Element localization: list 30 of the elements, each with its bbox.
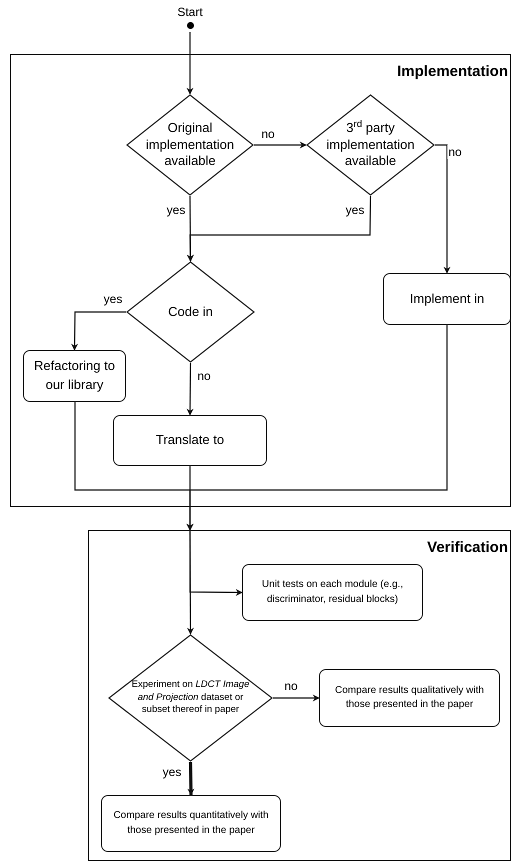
group-title: Verification [427,538,508,558]
process-box: Translate to [113,415,267,466]
decision-label: 3$^{rd}$ party implementation available [325,120,416,170]
arrow [186,363,194,416]
process-box: Compare results qualitatively with those presented in the paper [319,669,500,727]
process-box: Unit tests on each module (e.g., discriminator, residual blocks) [242,564,423,621]
arrow [435,144,450,274]
decision-diamond [126,94,254,196]
arrow [186,530,194,635]
group-frame [10,54,511,507]
arrow [186,32,194,95]
decision-label: Original implementation available [144,120,236,170]
arrow [71,311,126,351]
group-title: Implementation [397,62,508,82]
arrow [254,142,307,148]
group-frame [88,530,511,861]
edge-label: no [447,145,463,159]
decision-label: Experiment on LDCT Image and Projection dataset or subset thereof in paper [132,679,250,717]
process-box: Refactoring to our library [23,350,126,402]
arrow [273,694,320,702]
decision-diamond [108,634,273,762]
start-label: Start [177,4,203,20]
decision-label: Code in [167,304,214,320]
decision-diamond [306,94,435,196]
decision-diamond [126,261,255,363]
arrow [186,196,372,262]
arrow [186,325,448,531]
process-box: Compare results quantitatively with those presented in the paper [101,795,281,852]
process-box: Implement in [383,273,511,325]
arrow [187,762,194,796]
